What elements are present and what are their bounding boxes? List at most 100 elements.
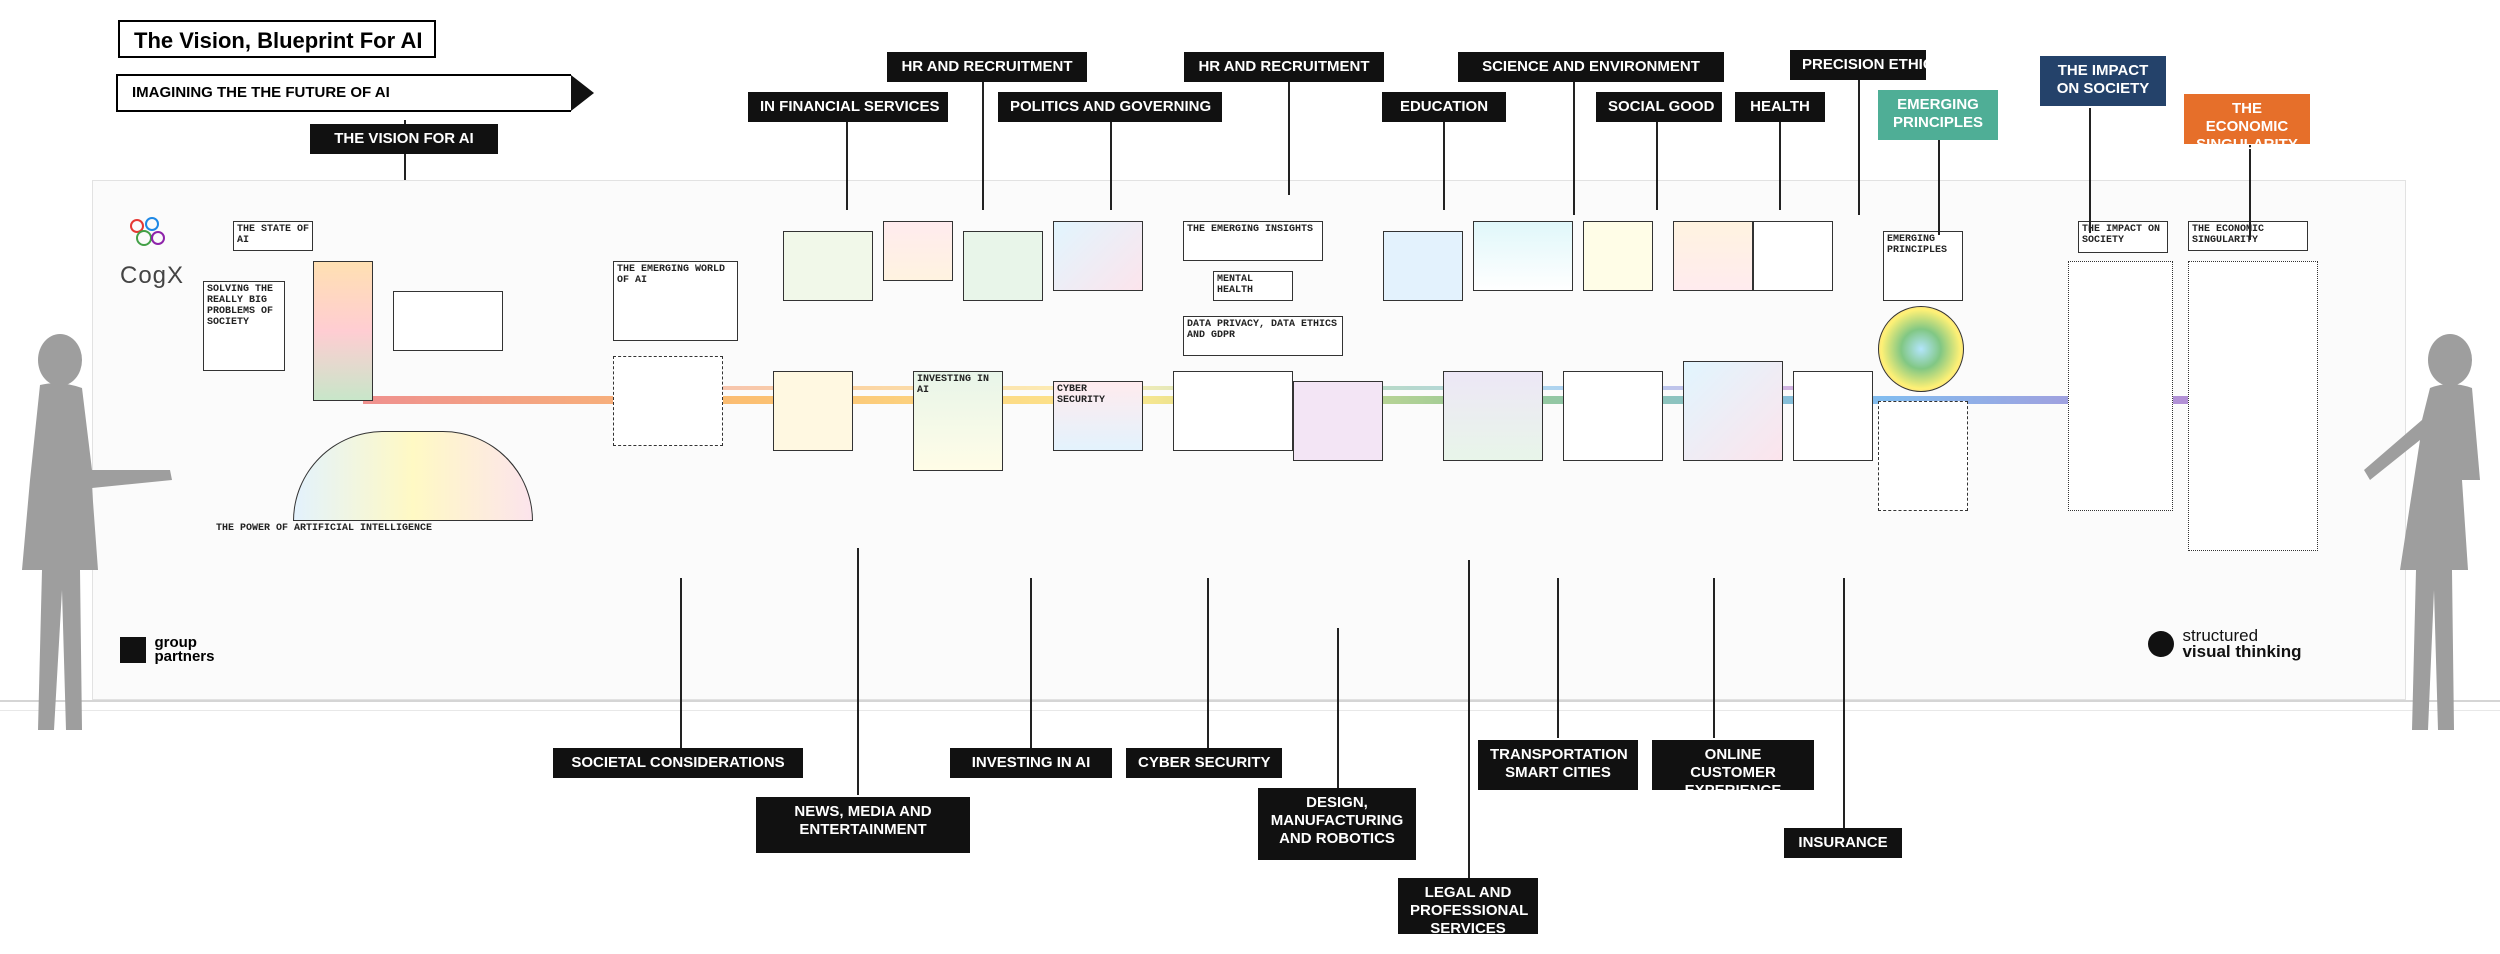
mental-health-panel: MENTAL HEALTH [1213, 271, 1293, 301]
label-precision-ethics: PRECISION ETHICS [1790, 50, 1944, 80]
financial-services-panel [783, 231, 873, 301]
ai-multiverse-panel [393, 291, 503, 351]
label-hr-recruitment-1: HR AND RECRUITMENT [887, 52, 1087, 82]
connector-education [1443, 115, 1445, 210]
connector-health [1779, 115, 1781, 210]
cyber-text: CYBER SECURITY [1057, 384, 1106, 406]
connector-social-good [1656, 115, 1658, 210]
connector-hr-1 [982, 75, 984, 210]
label-cyber-security: CYBER SECURITY [1126, 748, 1282, 778]
state-of-ai-text: THE STATE OF AI [237, 224, 310, 246]
hr-panel-1 [883, 221, 953, 281]
label-emerging-principles: EMERGING PRINCIPLES [1878, 90, 1998, 140]
svt-line1: structured [2182, 626, 2259, 645]
subtitle-arrow-shape [571, 75, 594, 111]
connector-insurance [1843, 578, 1845, 828]
page-title: The Vision, Blueprint For AI [118, 20, 436, 58]
floor-line [0, 700, 2500, 702]
emerging-principles-panel: EMERGING PRINCIPLES [1883, 231, 1963, 301]
connector-principles [1938, 140, 1940, 235]
label-vision-for-ai: THE VISION FOR AI [310, 124, 498, 154]
mural-canvas: SOLVING THE REALLY BIG PROBLEMS OF SOCIE… [92, 180, 2406, 700]
gdpr-panel: DATA PRIVACY, DATA ETHICS AND GDPR [1183, 316, 1343, 356]
connector-precision [1858, 75, 1860, 215]
dome-drawing [293, 431, 533, 521]
label-news-media: NEWS, MEDIA AND ENTERTAINMENT [756, 797, 970, 853]
state-of-ai-panel: THE STATE OF AI [233, 221, 313, 251]
label-science-environment: SCIENCE AND ENVIRONMENT [1458, 52, 1724, 82]
impact-list-panel [2068, 261, 2173, 511]
societal-considerations-panel [613, 356, 723, 446]
principles-list-panel [1878, 401, 1968, 511]
economic-singularity-text: THE ECONOMIC SINGULARITY [2192, 224, 2265, 246]
globe-drawing [1878, 306, 1964, 392]
connector-economic [2249, 145, 2251, 240]
economic-text-panel [2188, 261, 2318, 551]
solving-problems-panel: SOLVING THE REALLY BIG PROBLEMS OF SOCIE… [203, 281, 285, 371]
connector-hr-2 [1288, 75, 1290, 195]
svt-line2: visual thinking [2182, 642, 2302, 661]
woman-silhouette-right [2364, 334, 2480, 730]
label-impact-on-society: THE IMPACT ON SOCIETY [2040, 56, 2166, 106]
social-good-panel [1583, 221, 1653, 291]
label-investing-in-ai: INVESTING IN AI [950, 748, 1112, 778]
label-online-customer: ONLINE CUSTOMER EXPERIENCE [1652, 740, 1814, 799]
svt-dot-icon [2148, 631, 2174, 657]
connector-news [857, 548, 859, 795]
woman-silhouette-left [22, 334, 172, 730]
investing-text: INVESTING IN AI [917, 374, 990, 396]
label-financial-services: IN FINANCIAL SERVICES [748, 92, 948, 122]
connector-politics [1110, 115, 1112, 210]
politics-panel [963, 231, 1043, 301]
mental-health-text: MENTAL HEALTH [1217, 274, 1254, 296]
legal-panel [1443, 371, 1543, 461]
connector-impact [2089, 108, 2091, 233]
cogx-brain-icon [130, 217, 165, 246]
impact-society-panel: THE IMPACT ON SOCIETY [2078, 221, 2168, 253]
emerging-world-text: THE EMERGING WORLD OF AI [617, 264, 726, 286]
gdpr-text: DATA PRIVACY, DATA ETHICS AND GDPR [1187, 319, 1338, 341]
transport-panel [1563, 371, 1663, 461]
group-partners-line2: partners [154, 648, 215, 665]
science-panel [1473, 221, 1573, 291]
connector-legal [1468, 560, 1470, 878]
floor-line [0, 710, 2500, 711]
label-health: HEALTH [1735, 92, 1825, 122]
solving-problems-text: SOLVING THE REALLY BIG PROBLEMS OF SOCIE… [207, 284, 274, 328]
label-societal-considerations: SOCIETAL CONSIDERATIONS [553, 748, 803, 778]
health-panel [1673, 221, 1753, 291]
impact-society-text: THE IMPACT ON SOCIETY [2082, 224, 2161, 246]
education-panel [1383, 231, 1463, 301]
cyber-panel: CYBER SECURITY [1053, 381, 1143, 451]
left-color-panel [313, 261, 373, 401]
economic-singularity-panel: THE ECONOMIC SINGULARITY [2188, 221, 2308, 251]
connector-science [1573, 75, 1575, 215]
label-economic-singularity: THE ECONOMIC SINGULARITY [2184, 94, 2310, 153]
label-legal-professional: LEGAL AND PROFESSIONAL SERVICES [1398, 878, 1538, 937]
page-subtitle: IMAGINING THE THE FUTURE OF AI [116, 74, 571, 112]
connector-design [1337, 628, 1339, 788]
cogx-logo-text: CogX [120, 262, 185, 289]
emerging-insights-panel: THE EMERGING INSIGHTS [1183, 221, 1323, 261]
power-of-ai-text: THE POWER OF ARTIFICIAL INTELLIGENCE [216, 523, 433, 534]
label-social-good: SOCIAL GOOD [1596, 92, 1722, 122]
governing-panel [1053, 221, 1143, 291]
label-transportation: TRANSPORTATION SMART CITIES [1478, 740, 1638, 790]
label-hr-recruitment-2: HR AND RECRUITMENT [1184, 52, 1384, 82]
connector-financial [846, 110, 848, 210]
emerging-world-panel: THE EMERGING WORLD OF AI [613, 261, 738, 341]
connector-investing [1030, 578, 1032, 748]
connector-societal [680, 578, 682, 748]
online-customer-panel [1683, 361, 1783, 461]
design-panel [1293, 381, 1383, 461]
label-politics-governing: POLITICS AND GOVERNING [998, 92, 1222, 122]
label-education: EDUCATION [1382, 92, 1506, 122]
business-panel [1173, 371, 1293, 451]
group-partners-square-icon [120, 637, 146, 663]
investing-panel: INVESTING IN AI [913, 371, 1003, 471]
group-partners-line1: group [154, 634, 197, 651]
